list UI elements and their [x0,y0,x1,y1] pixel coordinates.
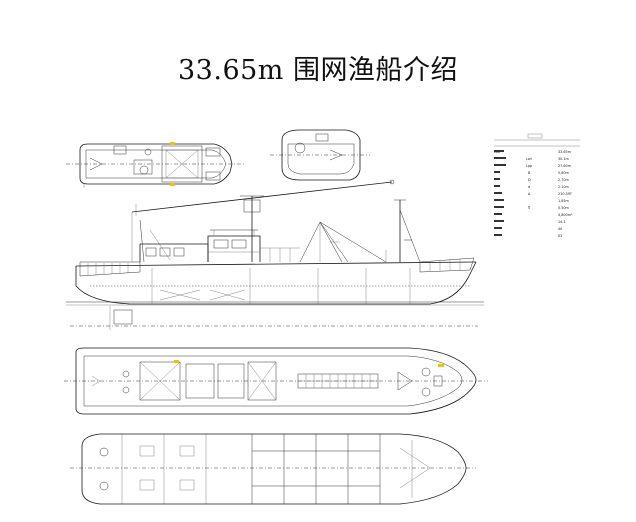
spec-row-val: 1.85m [558,199,570,203]
spec-row-val: 27.60m [558,164,572,168]
spec-row-sym: d [528,185,530,189]
spec-row-val: 210.39T [558,192,573,196]
hull-side-profile [66,179,484,330]
spec-row-val: 33.65m [558,150,572,154]
spec-row-sym: B [528,171,531,175]
spec-row-val: 2.10m [558,185,570,189]
light-marker [170,142,175,145]
spec-row-val: 03 [558,234,562,238]
spec-row-sym: ∇ [527,206,531,210]
spec-row-val: 30.1m [558,157,570,161]
main-deck-plan [64,347,488,415]
bow-deck-plan [270,129,370,181]
spec-row-sym: Δ [528,192,531,196]
wheelhouse-top-plan [66,142,244,188]
light-marker [438,364,444,367]
spec-row-sym: D [528,178,531,182]
spec-row-val: 4,800m³ [558,213,573,217]
light-marker [170,183,175,186]
spec-row-val: 5.80m [558,171,570,175]
page-title: 33.65m 围网渔船介绍 [178,55,458,86]
light-marker [174,360,179,363]
hold-plan [70,433,476,505]
spec-row-val: 0.50m [558,206,570,210]
principal-particulars-table: Loa 33.65m Lwl 30.1m Lpp 27.60m B 5.80m … [494,133,580,238]
spec-row-val: 40 [558,227,562,231]
spec-row-val: 2.70m [558,178,570,182]
spec-row-sym: Lpp [526,164,532,168]
spec-row-val: 14.1 [558,220,566,224]
spec-row-sym: Lwl [526,157,532,161]
